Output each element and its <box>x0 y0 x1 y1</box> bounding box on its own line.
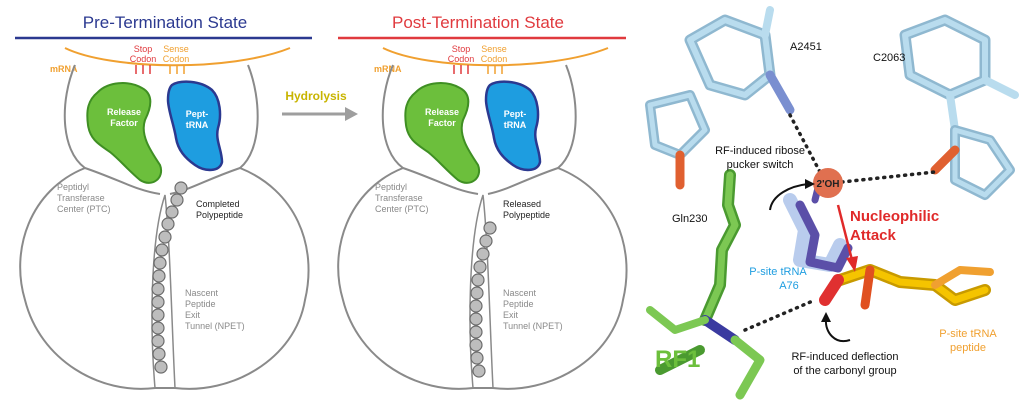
c2063-label: C2063 <box>873 52 905 64</box>
post-panel-title: Post-Termination State <box>392 13 564 32</box>
pre-polypeptide-label-2: Polypeptide <box>196 210 243 220</box>
a2451-label: A2451 <box>790 41 822 53</box>
ribose-switch-arrow <box>769 179 815 211</box>
a2451-residue <box>645 6 795 190</box>
post-codon-ticks <box>453 65 503 74</box>
post-sense-codon-label-1: Sense <box>481 44 507 54</box>
pre-mrna-label: mRNA <box>50 64 78 74</box>
pre-mrna-strand <box>64 47 291 67</box>
pre-panel-title: Pre-Termination State <box>83 13 247 32</box>
hydrolysis-arrow: Hydrolysis <box>282 89 358 121</box>
post-npet-label-1: Nascent <box>503 288 537 298</box>
ribose-switch-label-1: RF-induced ribose <box>715 145 805 157</box>
ptrna-a76-label-2: A76 <box>779 280 799 292</box>
pre-npet-label-3: Exit <box>185 310 201 320</box>
pre-stop-codon-label-1: Stop <box>134 44 153 54</box>
hydrolysis-label: Hydrolysis <box>285 89 347 103</box>
pre-ptc-label-3: Center (PTC) <box>57 204 111 214</box>
nucleophilic-label-1: Nucleophilic <box>850 208 939 225</box>
pre-release-factor-label-2: Factor <box>110 118 138 128</box>
gln230-residue <box>646 169 765 400</box>
pre-polypeptide-label-1: Completed <box>196 199 240 209</box>
deflection-arrow <box>821 312 851 343</box>
pre-trna-label-1: Pept- <box>186 109 209 119</box>
pre-npet-label-1: Nascent <box>185 288 219 298</box>
post-release-factor-label-2: Factor <box>428 118 456 128</box>
post-termination-panel: Post-Termination State mRNA Stop Codon S… <box>337 13 628 390</box>
pre-polypeptide-chain <box>151 181 188 374</box>
post-npet-label-4: Tunnel (NPET) <box>503 321 563 331</box>
pre-codon-ticks <box>135 65 185 74</box>
post-trna-label-2: tRNA <box>504 120 527 130</box>
post-ptc-label-1: Peptidyl <box>375 182 407 192</box>
post-release-factor-label-1: Release <box>425 107 459 117</box>
pre-termination-panel: Pre-Termination State mRNA Stop Codon Se… <box>15 13 312 390</box>
post-stop-codon-label-2: Codon <box>448 54 475 64</box>
deflection-label-2: of the carbonyl group <box>793 365 896 377</box>
post-polypeptide-label-1: Released <box>503 199 541 209</box>
post-mrna-label: mRNA <box>374 64 402 74</box>
structure-panel: 2'OH A2451 C2063 RF-induced ribose pucke… <box>640 0 1024 414</box>
trna-peptide <box>819 264 994 310</box>
post-polypeptide-label-2: Polypeptide <box>503 210 550 220</box>
post-trna-label-1: Pept- <box>504 109 527 119</box>
ribose-switch-label-2: pucker switch <box>727 159 794 171</box>
ptrna-peptide-label-1: P-site tRNA <box>939 328 997 340</box>
hbond-dots <box>743 113 937 332</box>
oh-atom-label: 2'OH <box>817 179 840 190</box>
post-sense-codon-label-2: Codon <box>481 54 508 64</box>
gln230-label: Gln230 <box>672 213 707 225</box>
post-polypeptide-chain <box>469 221 497 378</box>
pre-ptc-label-1: Peptidyl <box>57 182 89 192</box>
post-stop-codon-label-1: Stop <box>452 44 471 54</box>
pre-release-factor-label-1: Release <box>107 107 141 117</box>
pre-trna-label-2: tRNA <box>186 120 209 130</box>
post-mrna-strand <box>382 47 609 67</box>
c2063-residue <box>899 14 1019 200</box>
ptrna-a76-label-1: P-site tRNA <box>749 266 807 278</box>
post-ptc-label-3: Center (PTC) <box>375 204 429 214</box>
pre-release-factor <box>86 82 163 184</box>
pre-stop-codon-label-2: Codon <box>130 54 157 64</box>
post-npet-label-3: Exit <box>503 310 519 320</box>
pre-npet-label-4: Tunnel (NPET) <box>185 321 245 331</box>
nucleophilic-label-2: Attack <box>850 227 897 244</box>
post-release-factor <box>404 82 481 184</box>
nucleophilic-arrow <box>836 204 858 272</box>
pre-ptc-label-2: Transferase <box>57 193 105 203</box>
deflection-label-1: RF-induced deflection <box>791 351 898 363</box>
pre-npet-label-2: Peptide <box>185 299 216 309</box>
post-ribosome <box>337 64 628 390</box>
rf1-label: RF1 <box>655 346 700 373</box>
post-npet-label-2: Peptide <box>503 299 534 309</box>
pre-sense-codon-label-2: Codon <box>163 54 190 64</box>
post-ptc-label-2: Transferase <box>375 193 423 203</box>
oh-atom: 2'OH <box>813 168 843 198</box>
ptrna-peptide-label-2: peptide <box>950 342 986 354</box>
pre-sense-codon-label-1: Sense <box>163 44 189 54</box>
